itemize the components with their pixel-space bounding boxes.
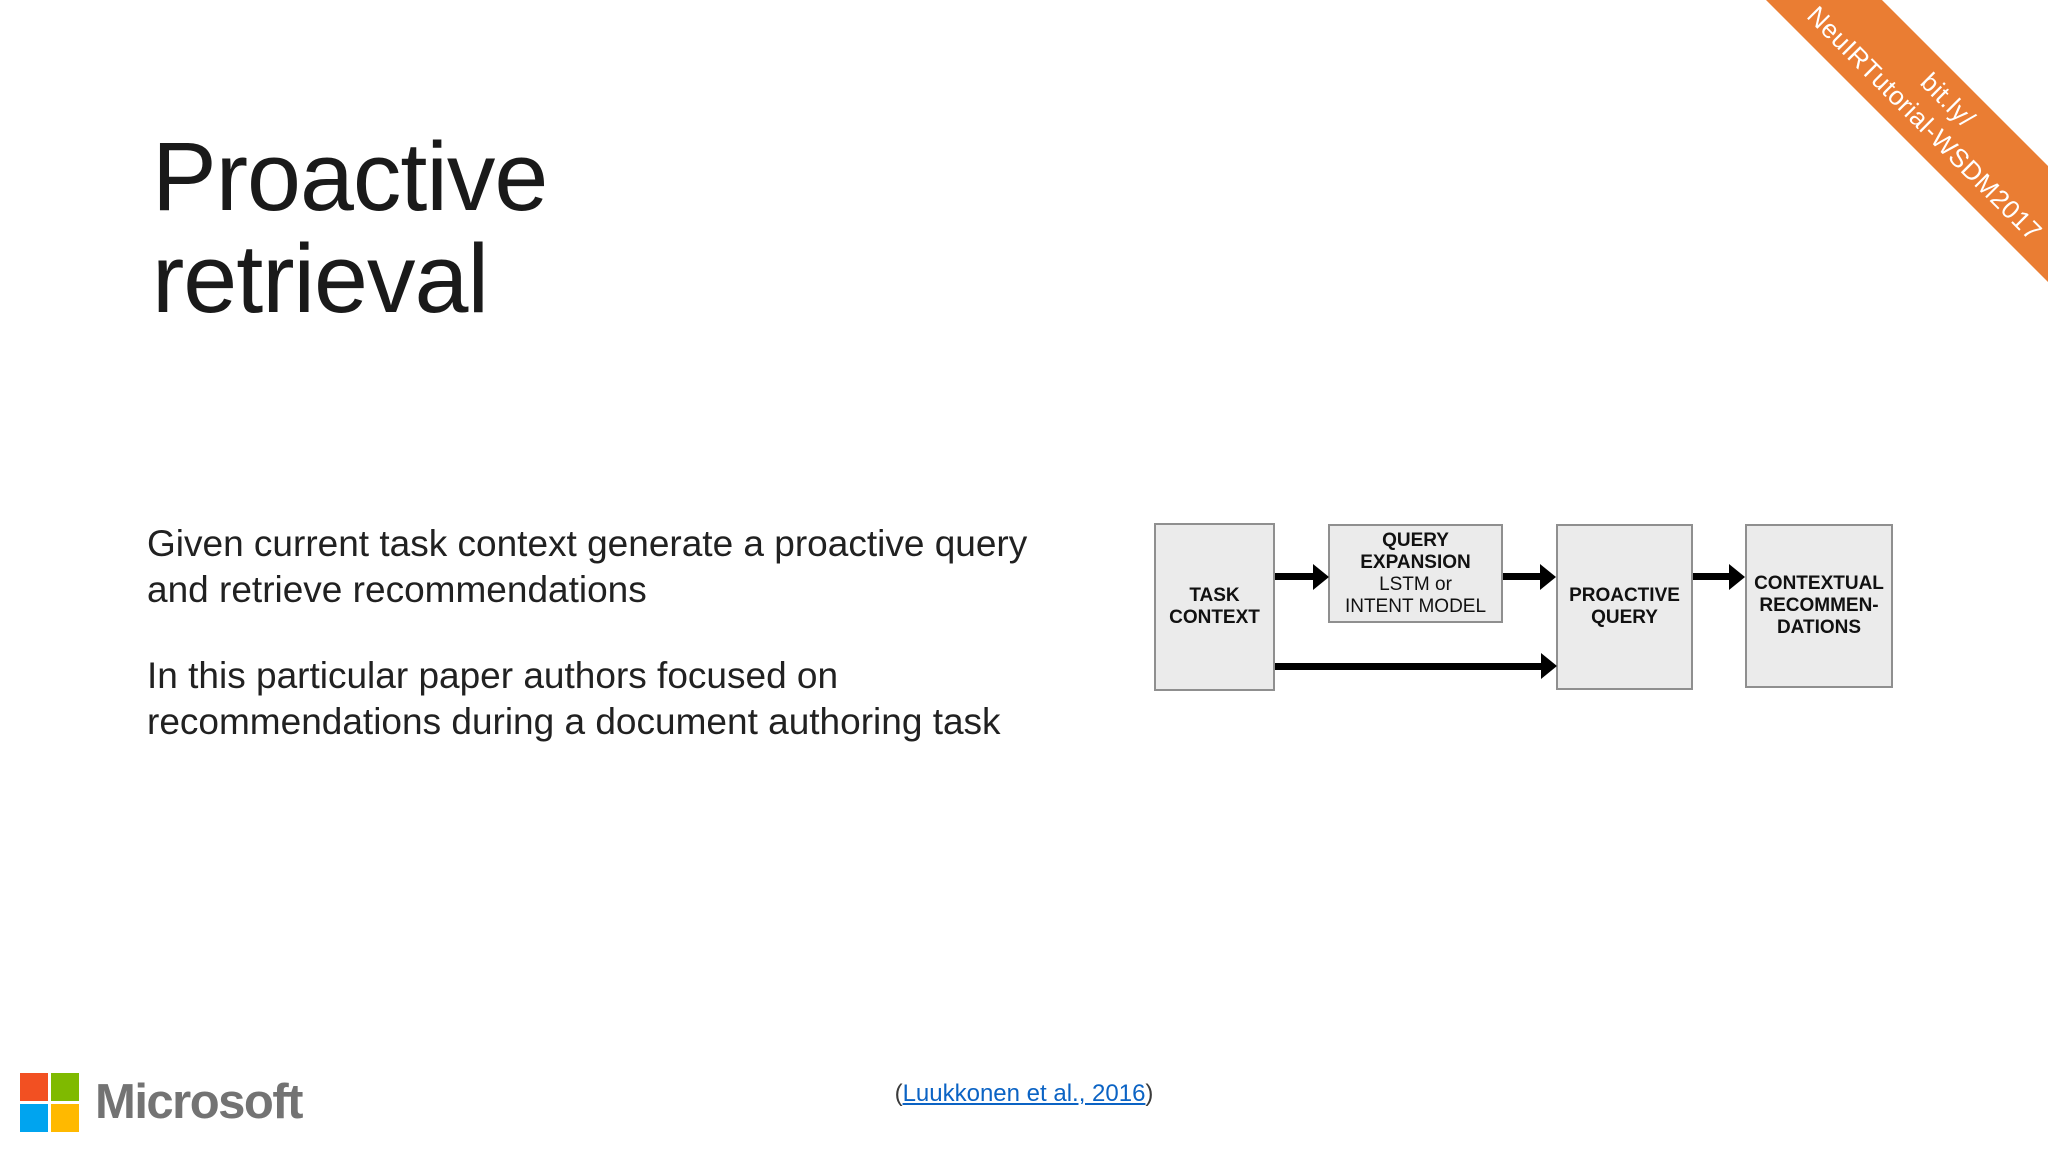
citation-open-paren: ( (894, 1080, 903, 1107)
logo-square-top-right (51, 1073, 79, 1101)
corner-ribbon: bit.ly/ NeuIRTutorial-WSDM2017 (1694, 0, 2048, 354)
citation: (Luukkonen et al., 2016) (0, 1080, 2048, 1108)
paragraph-1: Given current task context generate a pr… (147, 521, 1027, 613)
arrowhead-expansion-to-proactive-icon (1540, 564, 1556, 590)
microsoft-wordmark: Microsoft (95, 1075, 304, 1129)
citation-close-paren: ) (1145, 1080, 1154, 1107)
page-title: Proactive retrieval (152, 122, 548, 333)
arrow-task-to-expansion (1275, 573, 1313, 580)
arrowhead-task-to-expansion-icon (1313, 564, 1329, 590)
contextual-recommendations-line-1: CONTEXTUAL (1754, 573, 1884, 594)
flow-diagram: TASK CONTEXT QUERY EXPANSION LSTM or INT… (1150, 515, 1920, 710)
query-expansion-title: QUERY EXPANSION (1360, 529, 1471, 573)
title-line-2: retrieval (152, 224, 489, 333)
paragraph-2-line-2: recommendations during a document author… (147, 701, 1001, 742)
query-expansion-subtitle-line-2: INTENT MODEL (1344, 595, 1487, 617)
task-context-label: TASK CONTEXT (1169, 585, 1260, 628)
arrow-proactive-to-contextual (1693, 573, 1729, 580)
paragraph-2-line-1: In this particular paper authors focused… (147, 655, 839, 696)
diagram-box-task-context: TASK CONTEXT (1154, 523, 1275, 691)
body-text: Given current task context generate a pr… (147, 521, 1027, 745)
diagram-box-contextual-recommendations: CONTEXTUAL RECOMMEN- DATIONS (1745, 524, 1893, 688)
arrowhead-proactive-to-contextual-icon (1729, 564, 1745, 590)
title-line-1: Proactive (152, 122, 548, 231)
contextual-recommendations-line-3: DATIONS (1776, 617, 1862, 638)
query-expansion-subtitle-line-1: LSTM or (1379, 573, 1452, 595)
arrow-task-to-proactive-bypass (1275, 663, 1541, 670)
citation-link[interactable]: Luukkonen et al., 2016 (902, 1080, 1146, 1107)
diagram-box-query-expansion: QUERY EXPANSION LSTM or INTENT MODEL (1328, 524, 1503, 623)
contextual-recommendations-line-2: RECOMMEN- (1759, 595, 1879, 616)
paragraph-1-line-2: and retrieve recommendations (147, 569, 647, 610)
logo-square-bottom-left (20, 1104, 48, 1132)
arrowhead-task-to-proactive-bypass-icon (1541, 653, 1557, 679)
diagram-box-proactive-query: PROACTIVE QUERY (1556, 524, 1693, 690)
microsoft-logo-squares-icon (20, 1073, 79, 1132)
proactive-query-label: PROACTIVE QUERY (1569, 585, 1680, 628)
paragraph-1-line-1: Given current task context generate a pr… (147, 523, 1028, 564)
ribbon-line-2: NeuIRTutorial-WSDM2017 (1801, 0, 2048, 247)
arrow-expansion-to-proactive (1503, 573, 1540, 580)
logo-square-top-left (20, 1073, 48, 1101)
logo-square-bottom-right (51, 1104, 79, 1132)
microsoft-logo: Microsoft (20, 1073, 304, 1132)
paragraph-2: In this particular paper authors focused… (147, 653, 1027, 745)
